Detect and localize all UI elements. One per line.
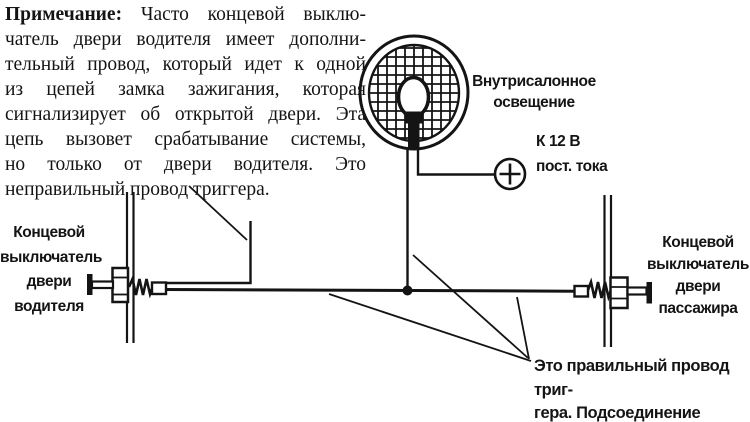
correct-wire-pointer-lines — [328, 254, 532, 362]
dome-light-icon — [358, 34, 470, 151]
driver-switch-label: Концевой выключатель двери водителя — [0, 224, 103, 315]
note-line: из цепей замка зажигания, которая — [5, 79, 366, 100]
note-line: тельный провод, который идет к одной — [5, 54, 366, 75]
note-lead: Примечание: — [5, 4, 123, 25]
note-text: Примечание: Часто концевой выклю- чатель… — [5, 2, 366, 202]
note-line: неправильный провод триггера. — [5, 179, 270, 200]
plunger-head — [646, 282, 652, 304]
switch-body — [609, 276, 629, 310]
note-line: сигнализирует об открытой двери. Эта — [5, 104, 366, 125]
dome-wire — [402, 149, 413, 296]
note-line: чатель двери водителя имеет дополни- — [5, 29, 366, 50]
switch-body — [111, 266, 130, 304]
spring-icon — [586, 277, 613, 302]
power-wire — [416, 150, 527, 191]
power-source-label: К 12 В пост. тока — [536, 133, 608, 175]
plus-terminal-icon — [493, 157, 527, 191]
wrong-wire-pointer-line — [188, 185, 248, 241]
wire-connector — [573, 284, 590, 298]
door-pillar — [603, 195, 613, 347]
plunger-shaft — [626, 286, 648, 296]
passenger-switch-label: Концевой выключатель двери пассажира — [646, 234, 749, 317]
note-line: Примечание: Часто концевой выклю- — [5, 4, 366, 25]
wire-connector — [150, 281, 168, 296]
plunger-head — [87, 274, 93, 295]
spring-icon — [127, 274, 155, 299]
passenger-door-switch — [573, 195, 652, 347]
driver-door-switch — [87, 192, 168, 343]
bulb-icon — [396, 75, 431, 150]
dome-light-label: Внутрисалонное освещение — [472, 73, 596, 111]
note-line: цепь вызовет срабатывание системы, — [5, 129, 366, 150]
main-trigger-wire — [165, 288, 577, 293]
correct-wire-caption: Это правильный провод триг- гера. Подсое… — [534, 357, 730, 422]
wrong-trigger-wire — [166, 221, 252, 285]
note-line: но только от двери водителя. Это — [5, 154, 366, 175]
